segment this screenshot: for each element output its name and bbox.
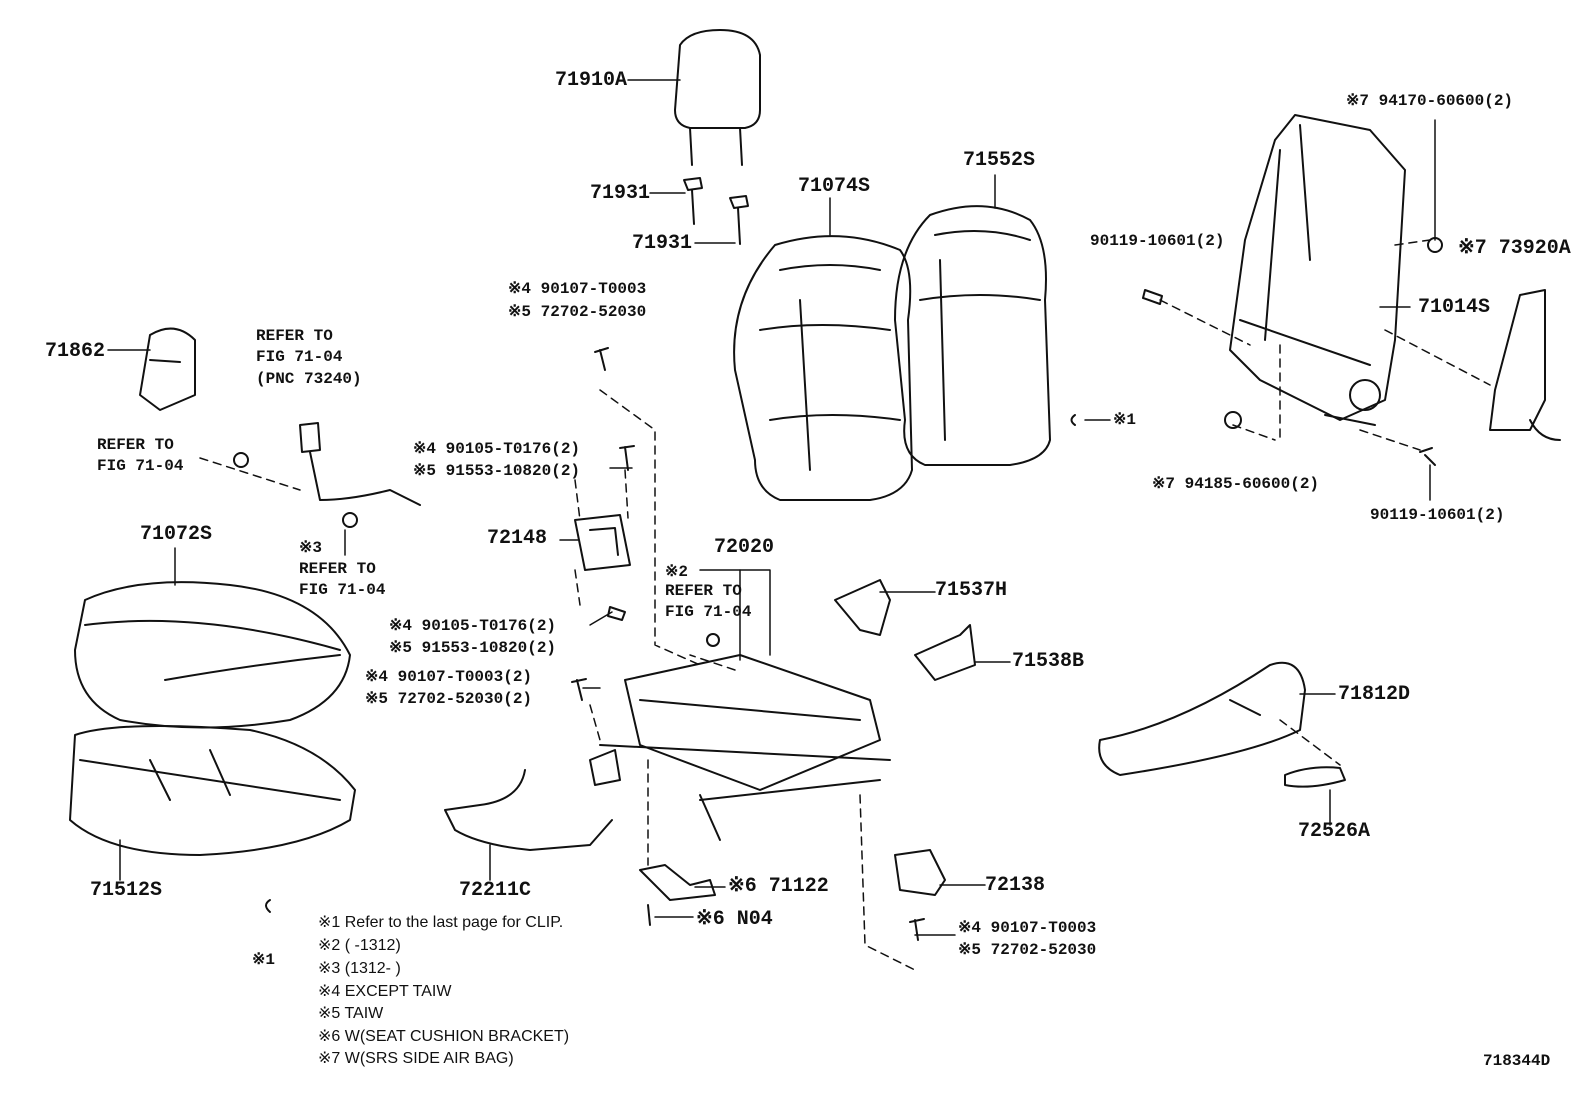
fastener-label-91553-a: ※5 91553-10820(2) [413, 462, 581, 480]
seatback-frame-drawing [1229, 114, 1406, 426]
cover-72138-drawing [894, 849, 946, 896]
cushion-pad-drawing [69, 725, 356, 856]
ref-3-line-1: REFER TO [299, 560, 376, 578]
cushion-cover-drawing [74, 581, 351, 729]
headrest-support-drawing [683, 177, 749, 245]
cover-71862-drawing [139, 327, 196, 411]
note-4: ※4 EXCEPT TAIW [318, 983, 452, 1000]
knob-72526a-drawing [1284, 766, 1346, 788]
seat-track-drawing [589, 654, 891, 841]
part-label-71910a: 71910A [555, 69, 628, 92]
note-1: ※1 Refer to the last page for CLIP. [318, 914, 564, 931]
fastener-label-90107-bot: ※4 90107-T0003 [958, 919, 1097, 937]
part-label-71014s: 71014S [1418, 296, 1491, 319]
clip-label-2: ※1 [252, 951, 276, 969]
seatback-pad-drawing [894, 205, 1051, 466]
part-label-71552s: 71552S [963, 149, 1036, 172]
note-3: ※3 (1312- ) [318, 960, 401, 977]
fastener-label-90107-mid: ※4 90107-T0003(2) [365, 668, 533, 686]
ref-1-line-1: REFER TO [256, 327, 333, 345]
part-label-71074s: 71074S [798, 175, 871, 198]
fastener-label-94170: ※7 94170-60600(2) [1346, 92, 1514, 110]
part-label-71072s: 71072S [140, 523, 213, 546]
ref-4-line-2: FIG 71-04 [665, 603, 752, 621]
part-label-72138: 72138 [985, 874, 1046, 897]
fastener-label-90119-a: 90119-10601(2) [1090, 232, 1225, 250]
ref-3-line-2: FIG 71-04 [299, 581, 386, 599]
ref-4-line-0: ※2 [665, 563, 689, 581]
part-label-71512s: 71512S [90, 879, 163, 902]
fastener-label-72702-top: ※5 72702-52030 [508, 303, 647, 321]
note-7: ※7 W(SRS SIDE AIR BAG) [318, 1050, 514, 1067]
side-airbag-drawing [1489, 289, 1561, 441]
cover-71537h-drawing [834, 579, 891, 636]
fastener-label-90105-a: ※4 90105-T0176(2) [413, 440, 581, 458]
fastener-label-91553-b: ※5 91553-10820(2) [389, 639, 557, 657]
side-shield-drawing [1098, 661, 1306, 776]
fastener-label-90119-b: 90119-10601(2) [1370, 506, 1505, 524]
leader-lines [107, 79, 1436, 936]
part-label-72148: 72148 [487, 527, 548, 550]
ref-1-line-2: FIG 71-04 [256, 348, 343, 366]
part-label-n04: ※6 N04 [696, 908, 773, 931]
ref-2-line-1: REFER TO [97, 436, 174, 454]
fastener-label-72702-mid: ※5 72702-52030(2) [365, 690, 533, 708]
part-label-72526a: 72526A [1298, 820, 1371, 843]
part-label-71931-a: 71931 [590, 182, 651, 205]
figure-id: 718344D [1483, 1052, 1551, 1070]
note-2: ※2 ( -1312) [318, 937, 401, 954]
part-label-71812d: 71812D [1338, 683, 1411, 706]
seat-belt-buckle-drawing [299, 422, 421, 506]
headrest-drawing [674, 29, 761, 166]
fastener-label-72702-bot: ※5 72702-52030 [958, 941, 1097, 959]
part-label-71931-b: 71931 [632, 232, 693, 255]
part-label-72020: 72020 [714, 536, 775, 559]
part-label-72211c: 72211C [459, 879, 532, 902]
part-label-73920a: ※7 73920A [1458, 237, 1571, 260]
fastener-label-90107-top: ※4 90107-T0003 [508, 280, 647, 298]
note-5: ※5 TAIW [318, 1005, 384, 1022]
cover-71538b-drawing [914, 624, 976, 681]
dashed-guides [199, 239, 1491, 971]
part-label-71862: 71862 [45, 340, 106, 363]
part-label-71538b: 71538B [1012, 650, 1085, 673]
wire-72211c-drawing [444, 769, 613, 851]
fastener-label-90105-b: ※4 90105-T0176(2) [389, 617, 557, 635]
fastener-drawings [233, 237, 1443, 941]
ref-2-line-2: FIG 71-04 [97, 457, 184, 475]
note-6: ※6 W(SEAT CUSHION BRACKET) [318, 1028, 570, 1045]
part-label-71122: ※6 71122 [728, 875, 829, 898]
bracket-71122-drawing [639, 864, 716, 901]
fastener-label-94185: ※7 94185-60600(2) [1152, 475, 1320, 493]
ref-4-line-1: REFER TO [665, 582, 742, 600]
bracket-72148-drawing [574, 514, 631, 571]
ref-1-line-3: (PNC 73240) [256, 370, 362, 388]
ref-3-line-0: ※3 [299, 539, 323, 557]
seatback-cover-drawing [733, 235, 913, 501]
part-label-71537h: 71537H [935, 579, 1008, 602]
clip-label-1: ※1 [1113, 411, 1137, 429]
